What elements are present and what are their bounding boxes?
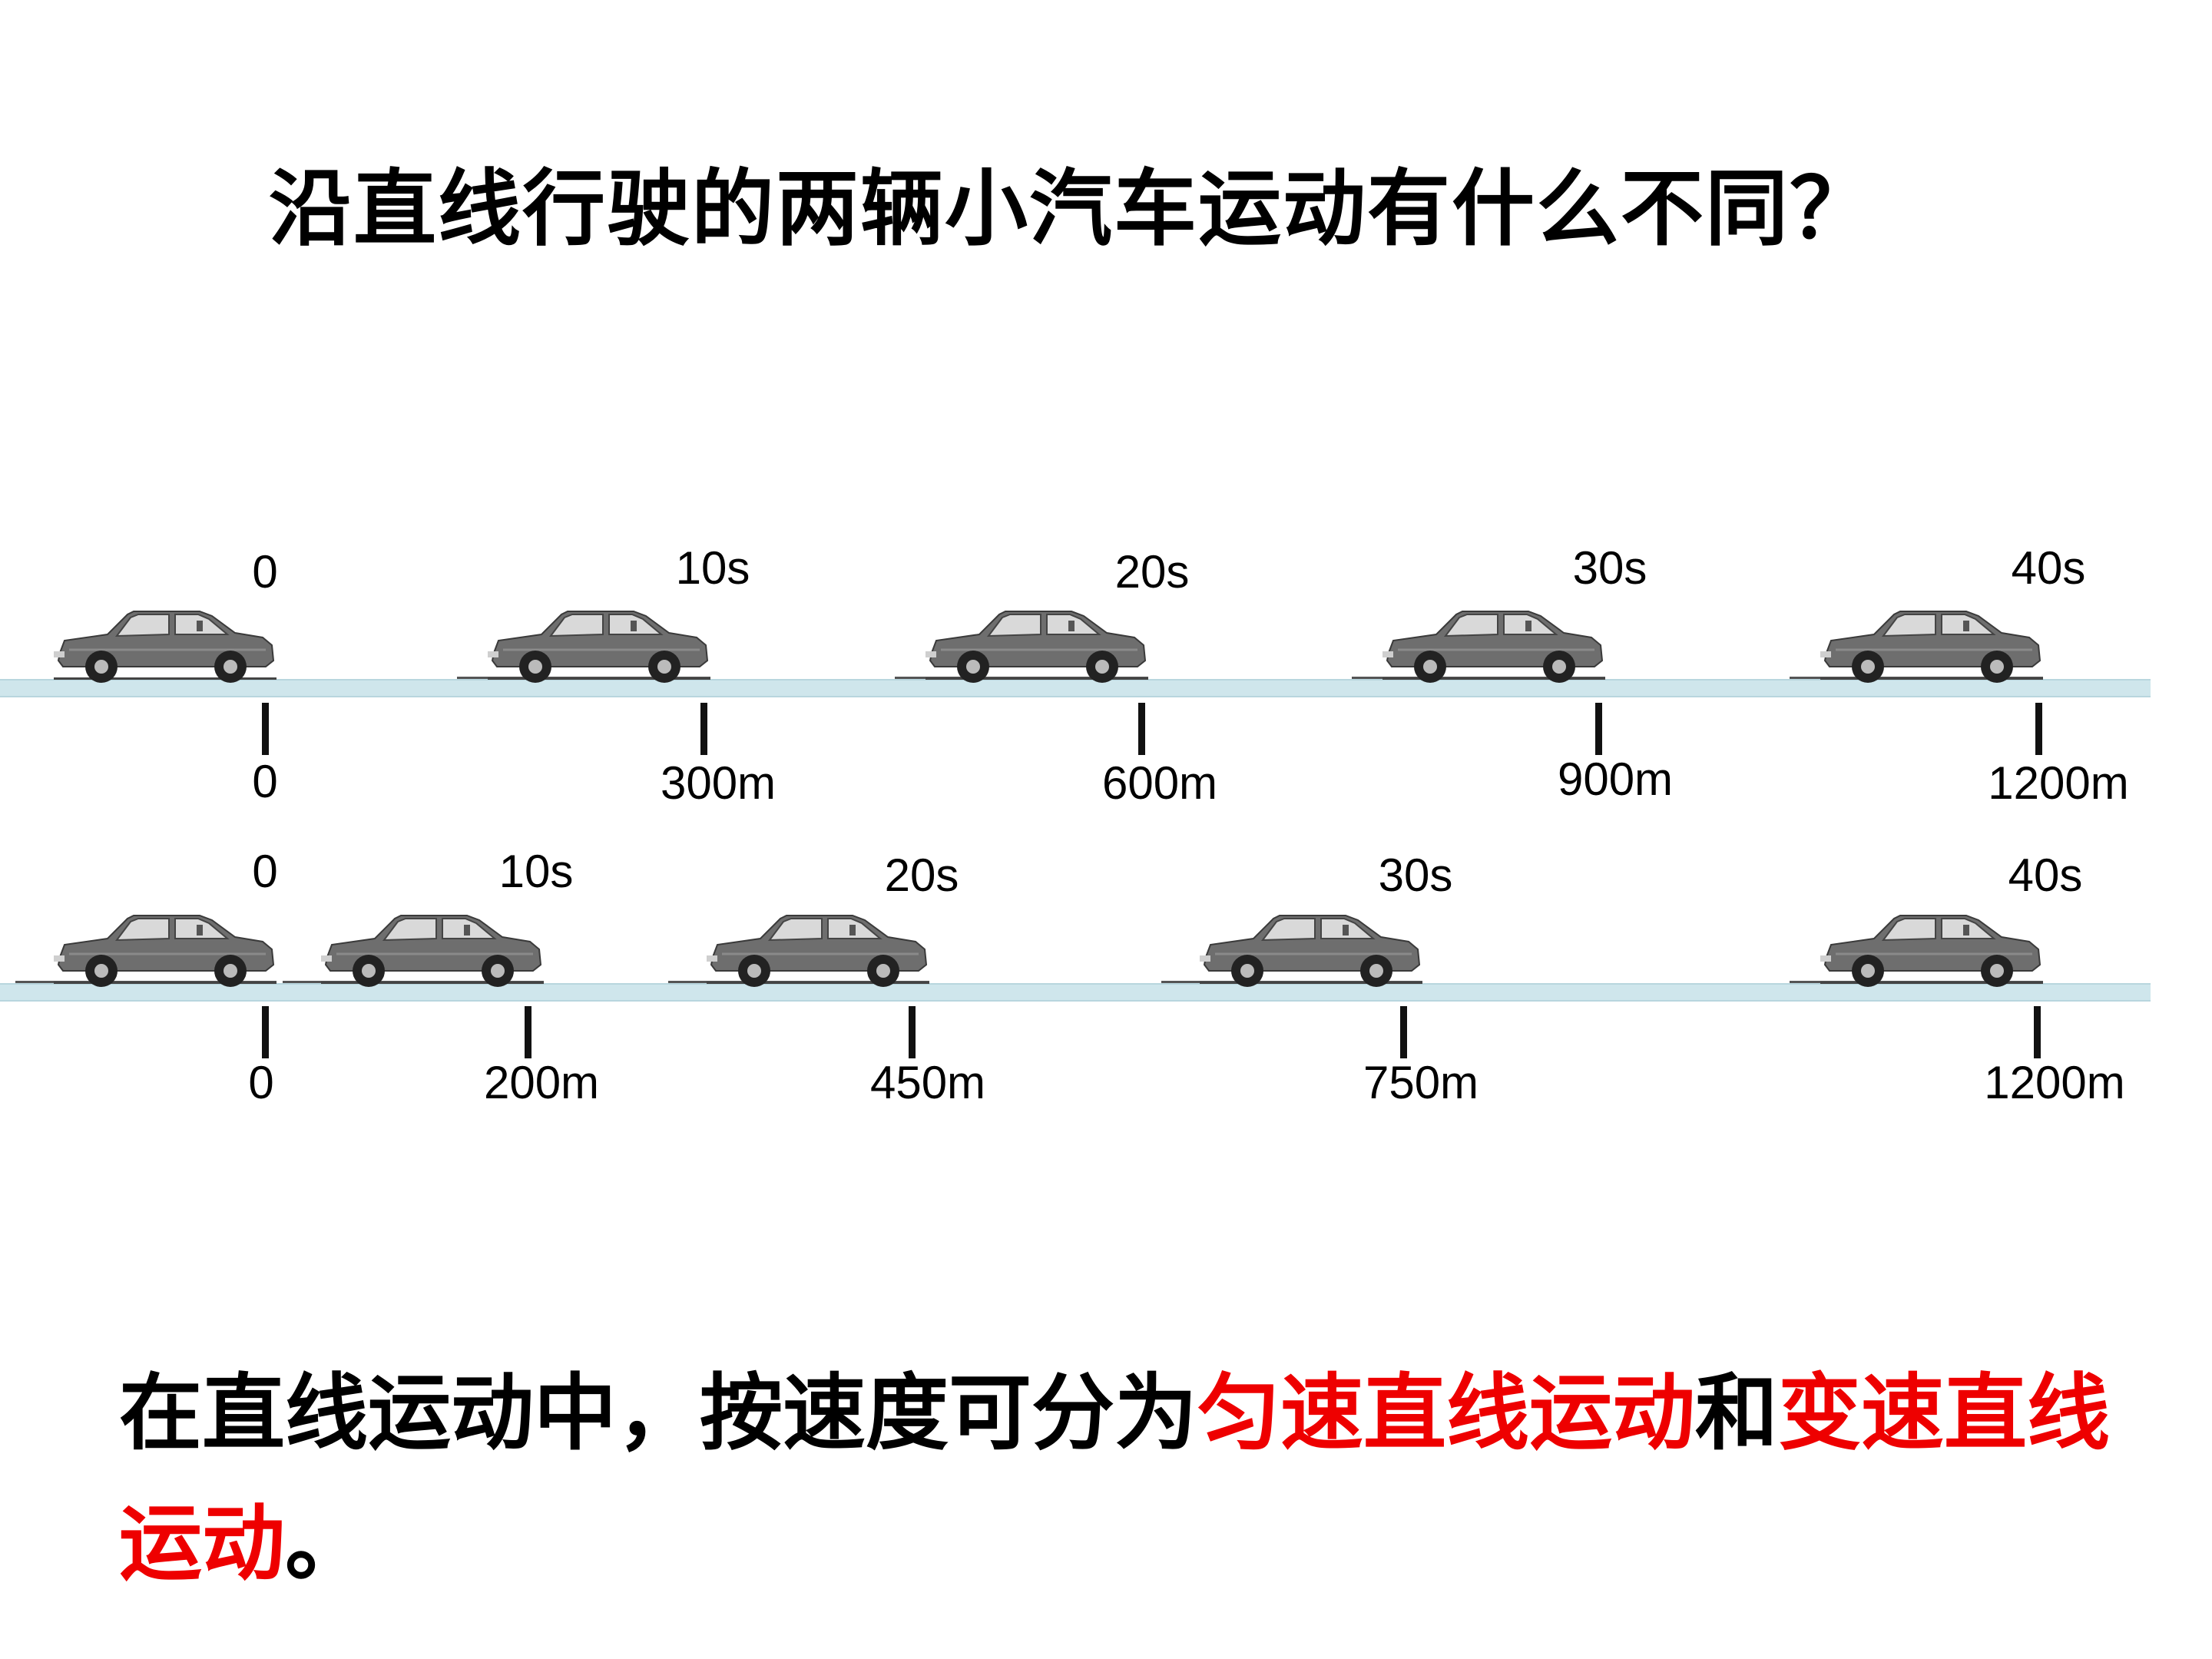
time-label: 40s	[2011, 542, 2086, 594]
distance-label: 450m	[869, 1057, 986, 1108]
distance-label: 600m	[1101, 757, 1218, 809]
time-label: 30s	[1572, 542, 1647, 594]
distance-label: 0	[248, 1057, 274, 1108]
sedan-car-icon	[321, 911, 544, 988]
distance-tick	[262, 1006, 269, 1058]
distance-tick	[2034, 1006, 2041, 1058]
slide-title: 沿直线行驶的两辆小汽车运动有什么不同？	[269, 161, 1875, 257]
sedan-car-icon	[488, 607, 710, 684]
time-label: 10s	[675, 542, 750, 594]
sedan-car-icon	[707, 911, 929, 988]
distance-tick	[1400, 1006, 1407, 1058]
time-label: 40s	[2008, 849, 2083, 901]
conclusion-middle: 和	[1695, 1365, 1779, 1462]
distance-tick	[1595, 703, 1602, 755]
sedan-car-icon	[54, 911, 276, 988]
sedan-car-icon	[1820, 911, 2043, 988]
time-label: 20s	[1114, 546, 1190, 598]
conclusion-text: 在直线运动中，按速度可分为匀速直线运动和变速直线运动。	[119, 1348, 2147, 1609]
time-label: 0	[252, 846, 278, 897]
distance-label: 200m	[483, 1057, 600, 1108]
variable-motion-term: 变速直线运动	[119, 1365, 2111, 1592]
distance-label: 300m	[660, 757, 777, 809]
distance-label: 1200m	[1988, 757, 2129, 809]
distance-tick	[262, 703, 269, 755]
distance-tick	[909, 1006, 916, 1058]
distance-tick	[525, 1006, 531, 1058]
sedan-car-icon	[1820, 607, 2043, 684]
sedan-car-icon	[1200, 911, 1422, 988]
sedan-car-icon	[926, 607, 1148, 684]
distance-label: 0	[252, 756, 278, 807]
time-label: 30s	[1378, 849, 1453, 901]
time-label: 10s	[498, 846, 574, 897]
distance-tick	[1138, 703, 1145, 755]
conclusion-prefix: 在直线运动中，按速度可分为	[119, 1365, 1198, 1462]
distance-tick	[2035, 703, 2042, 755]
sedan-car-icon	[54, 607, 276, 684]
uniform-motion-term: 匀速直线运动	[1197, 1365, 1696, 1462]
distance-tick	[700, 703, 707, 755]
time-label: 20s	[884, 849, 959, 901]
road-row-2	[0, 983, 2151, 1002]
distance-label: 750m	[1363, 1057, 1479, 1108]
conclusion-suffix: 。	[285, 1495, 369, 1592]
time-label: 0	[252, 546, 278, 598]
distance-label: 1200m	[1984, 1057, 2125, 1108]
sedan-car-icon	[1382, 607, 1605, 684]
distance-label: 900m	[1557, 753, 1674, 805]
